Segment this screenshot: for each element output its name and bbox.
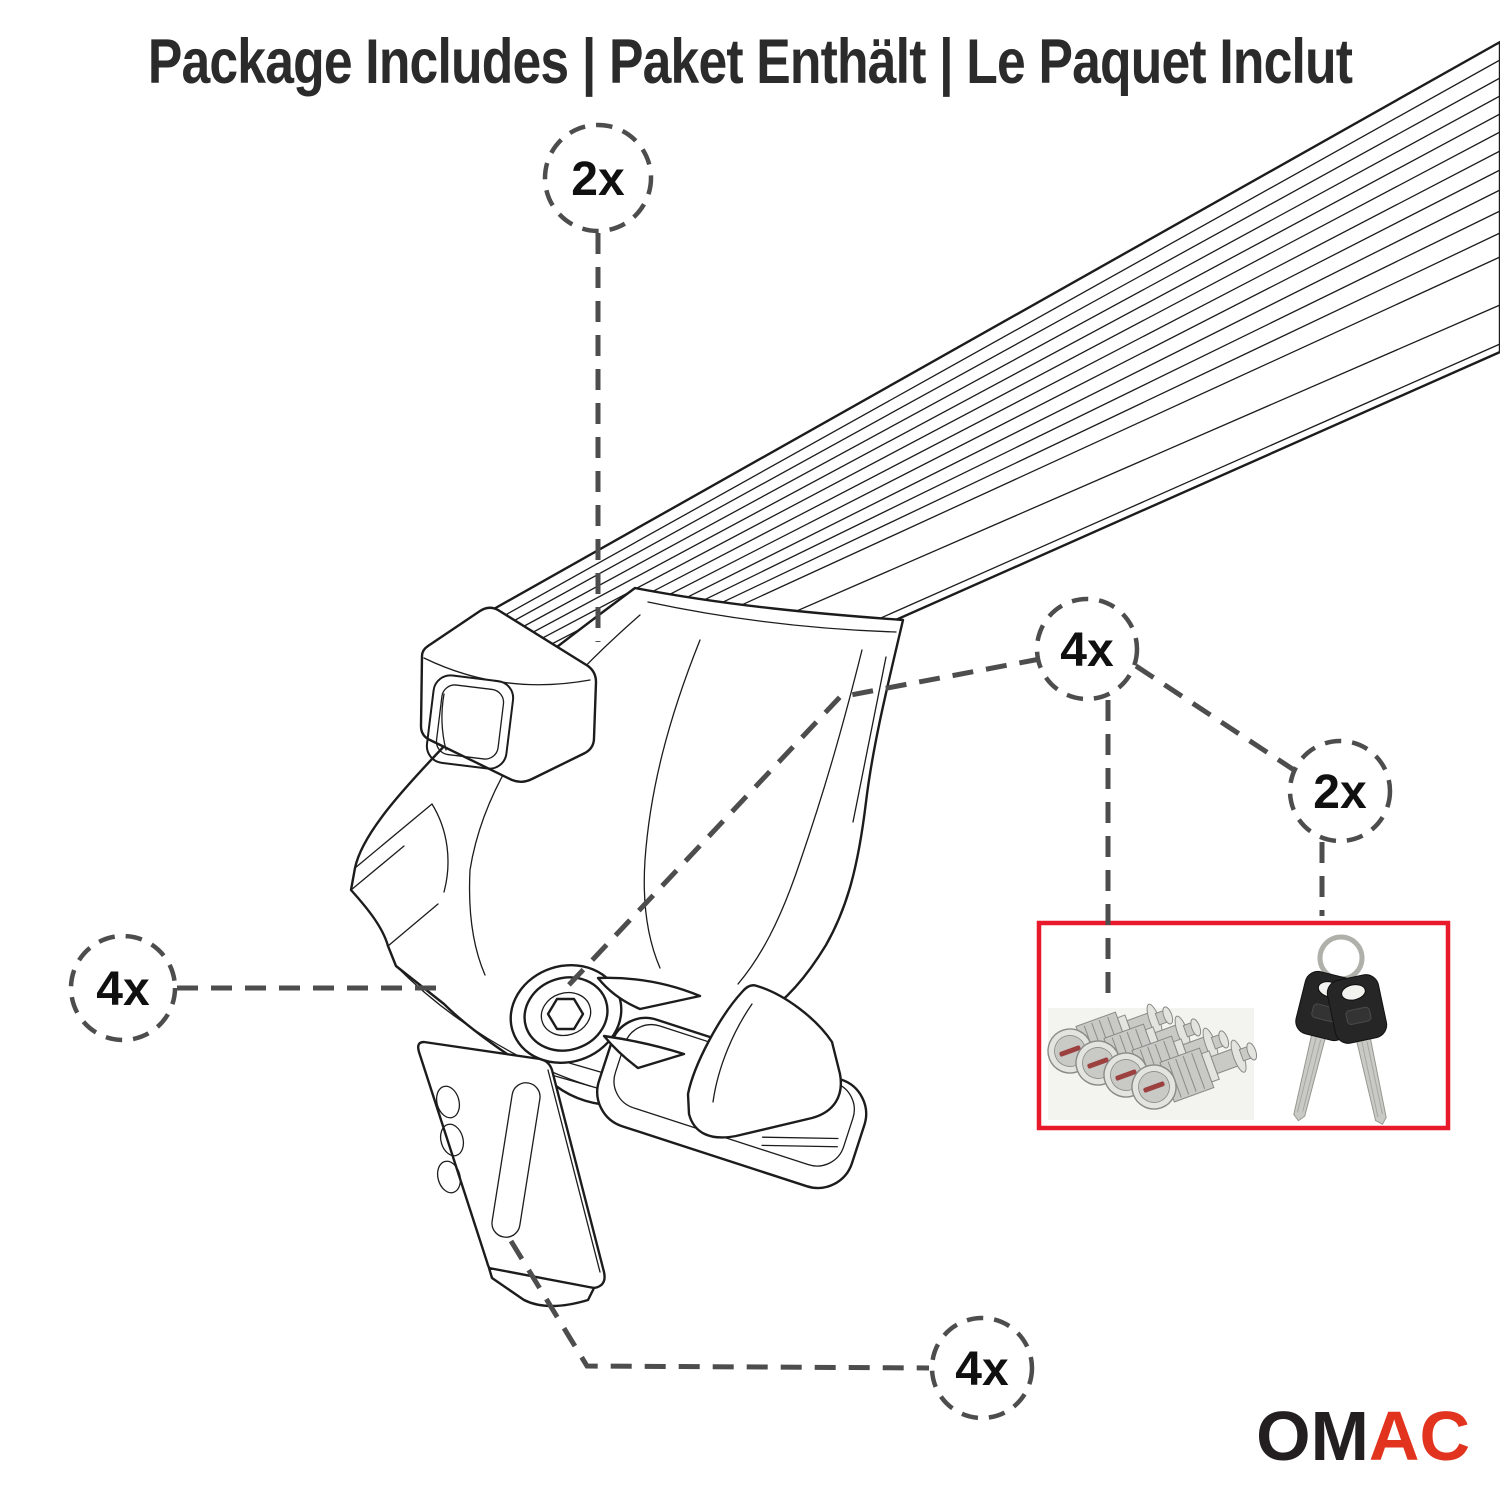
clamp-plate-illustration — [416, 1040, 606, 1308]
callout-clamp-label: 4x — [955, 1343, 1009, 1396]
omac-logo-red: AC — [1368, 1397, 1470, 1475]
omac-logo: OMAC — [1230, 1396, 1470, 1476]
end-cap-illustration — [419, 606, 598, 783]
pointer-wing-lower — [602, 1034, 686, 1070]
wedge-pad-illustration — [686, 984, 843, 1139]
callout-foot — [68, 933, 178, 1043]
leader-lines — [177, 233, 1325, 1371]
callout-locks — [1034, 596, 1140, 702]
pointer-wing-upper — [596, 976, 702, 1011]
callout-clamp — [929, 1315, 1035, 1421]
callout-crossbar — [542, 122, 654, 234]
callout-crossbar-label: 2x — [571, 153, 625, 206]
bolt-washer-illustration — [509, 963, 702, 1070]
omac-logo-black: OM — [1256, 1397, 1369, 1475]
callout-foot-label: 4x — [96, 963, 150, 1016]
callout-locks-label: 4x — [1060, 624, 1114, 677]
callout-keys — [1287, 738, 1393, 844]
callout-keys-label: 2x — [1313, 766, 1367, 819]
lock-cylinders-photo — [1047, 1003, 1258, 1110]
page-title: Package Includes | Paket Enthält | Le Pa… — [147, 27, 1353, 97]
hardware-photo-box — [1036, 920, 1451, 1131]
keys-photo — [1293, 934, 1388, 1125]
callouts: 2x 4x 4x 2x 4x — [68, 122, 1393, 1421]
